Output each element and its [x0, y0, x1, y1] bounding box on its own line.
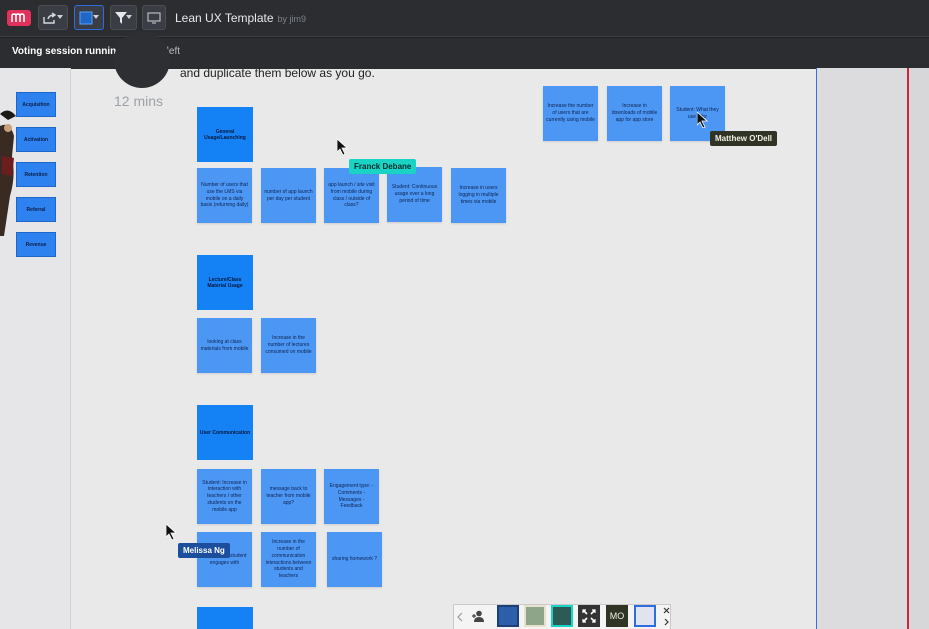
collaborator-avatar[interactable] [551, 605, 573, 627]
voting-status: Voting session running [12, 46, 123, 57]
phase-acquisition[interactable]: Acquisition [16, 92, 56, 117]
collaborator-tag-matthew: Matthew O'Dell [710, 131, 778, 146]
sticky-note[interactable]: Student: Continuous usage over a long pe… [387, 167, 442, 222]
instruction-text: and duplicate them below as you go. [180, 66, 375, 80]
present-screen-icon [147, 11, 161, 24]
sticky-note[interactable]: message back to teacher from mobile app? [261, 469, 316, 524]
chevron-left-icon[interactable] [457, 612, 463, 622]
mural-logo-icon [7, 9, 31, 26]
board-title-text: Lean UX Template [175, 11, 274, 25]
chevron-right-icon[interactable] [664, 618, 669, 626]
sticky-note[interactable]: Increase the number of users that are cu… [543, 86, 598, 141]
sticky-note[interactable]: number of app launch per day per student [261, 168, 316, 223]
section-header-lecture-usage[interactable]: Lecture/Class Material Usage [197, 255, 253, 310]
cursor-pointer-icon [697, 112, 709, 128]
sticky-note[interactable]: Increase in the number of communication … [261, 532, 316, 587]
collapse-button[interactable] [578, 605, 600, 627]
collaborator-avatar[interactable] [497, 605, 519, 627]
filter-button[interactable] [110, 5, 137, 30]
sticky-note[interactable]: Number of users that use the LMS via mob… [197, 168, 252, 223]
add-user-button[interactable] [468, 605, 490, 627]
phase-retention[interactable]: Retention [16, 162, 56, 187]
share-button[interactable] [38, 5, 68, 30]
filter-icon [114, 11, 127, 24]
phase-activation[interactable]: Activation [16, 127, 56, 152]
phase-referral[interactable]: Referral [16, 197, 56, 222]
board-edge-line [907, 68, 909, 629]
section-header-user-communication[interactable]: User Communication [197, 405, 253, 460]
right-gutter [909, 68, 929, 629]
present-button[interactable] [142, 5, 166, 30]
sticky-note[interactable]: Increase in downloads of mobile app for … [607, 86, 662, 141]
sticky-note-button[interactable] [74, 5, 104, 30]
expand-collapse-icon [582, 609, 596, 623]
sticky-note[interactable]: Student: Increase in interaction with te… [197, 469, 252, 524]
mural-logo-button[interactable] [4, 5, 34, 30]
close-icon[interactable] [663, 607, 670, 614]
sticky-note[interactable]: looking at class materials from mobile [197, 318, 252, 373]
sticky-note-icon [79, 11, 93, 24]
collaborator-tag-franck: Franck Debane [349, 159, 417, 174]
board-owner[interactable]: by jim9 [277, 14, 307, 24]
right-board-area [816, 68, 909, 629]
sticky-note[interactable]: Engagement type: - Comments - Messages -… [324, 469, 379, 524]
collaborator-tag-melissa: Melissa Ng [178, 543, 230, 558]
add-user-icon [472, 610, 484, 622]
sticky-note[interactable]: Increase in users logging in multiple ti… [451, 168, 506, 223]
timer-label: 12 mins [114, 93, 164, 109]
section-header-partial[interactable] [197, 607, 253, 629]
collaborator-avatar[interactable] [634, 605, 656, 627]
collaborator-avatar-initials[interactable]: MO [606, 605, 628, 627]
pirate-illustration [0, 110, 16, 236]
sticky-note[interactable]: app launch / site visit from mobile duri… [324, 168, 379, 223]
collaborator-avatar[interactable] [524, 605, 546, 627]
sticky-note[interactable]: # of users a student engages with [197, 532, 252, 587]
cursor-pointer-icon [337, 139, 349, 155]
share-icon [43, 11, 57, 24]
sticky-note[interactable]: sharing homework ? [327, 532, 382, 587]
section-header-general-usage[interactable]: General Usage/Launching [197, 107, 253, 162]
sticky-note[interactable]: Increase in the number of lectures consu… [261, 318, 316, 373]
phase-revenue[interactable]: Revenue [16, 232, 56, 257]
facilitator-avatar [114, 32, 170, 88]
cursor-pointer-icon [166, 524, 178, 540]
